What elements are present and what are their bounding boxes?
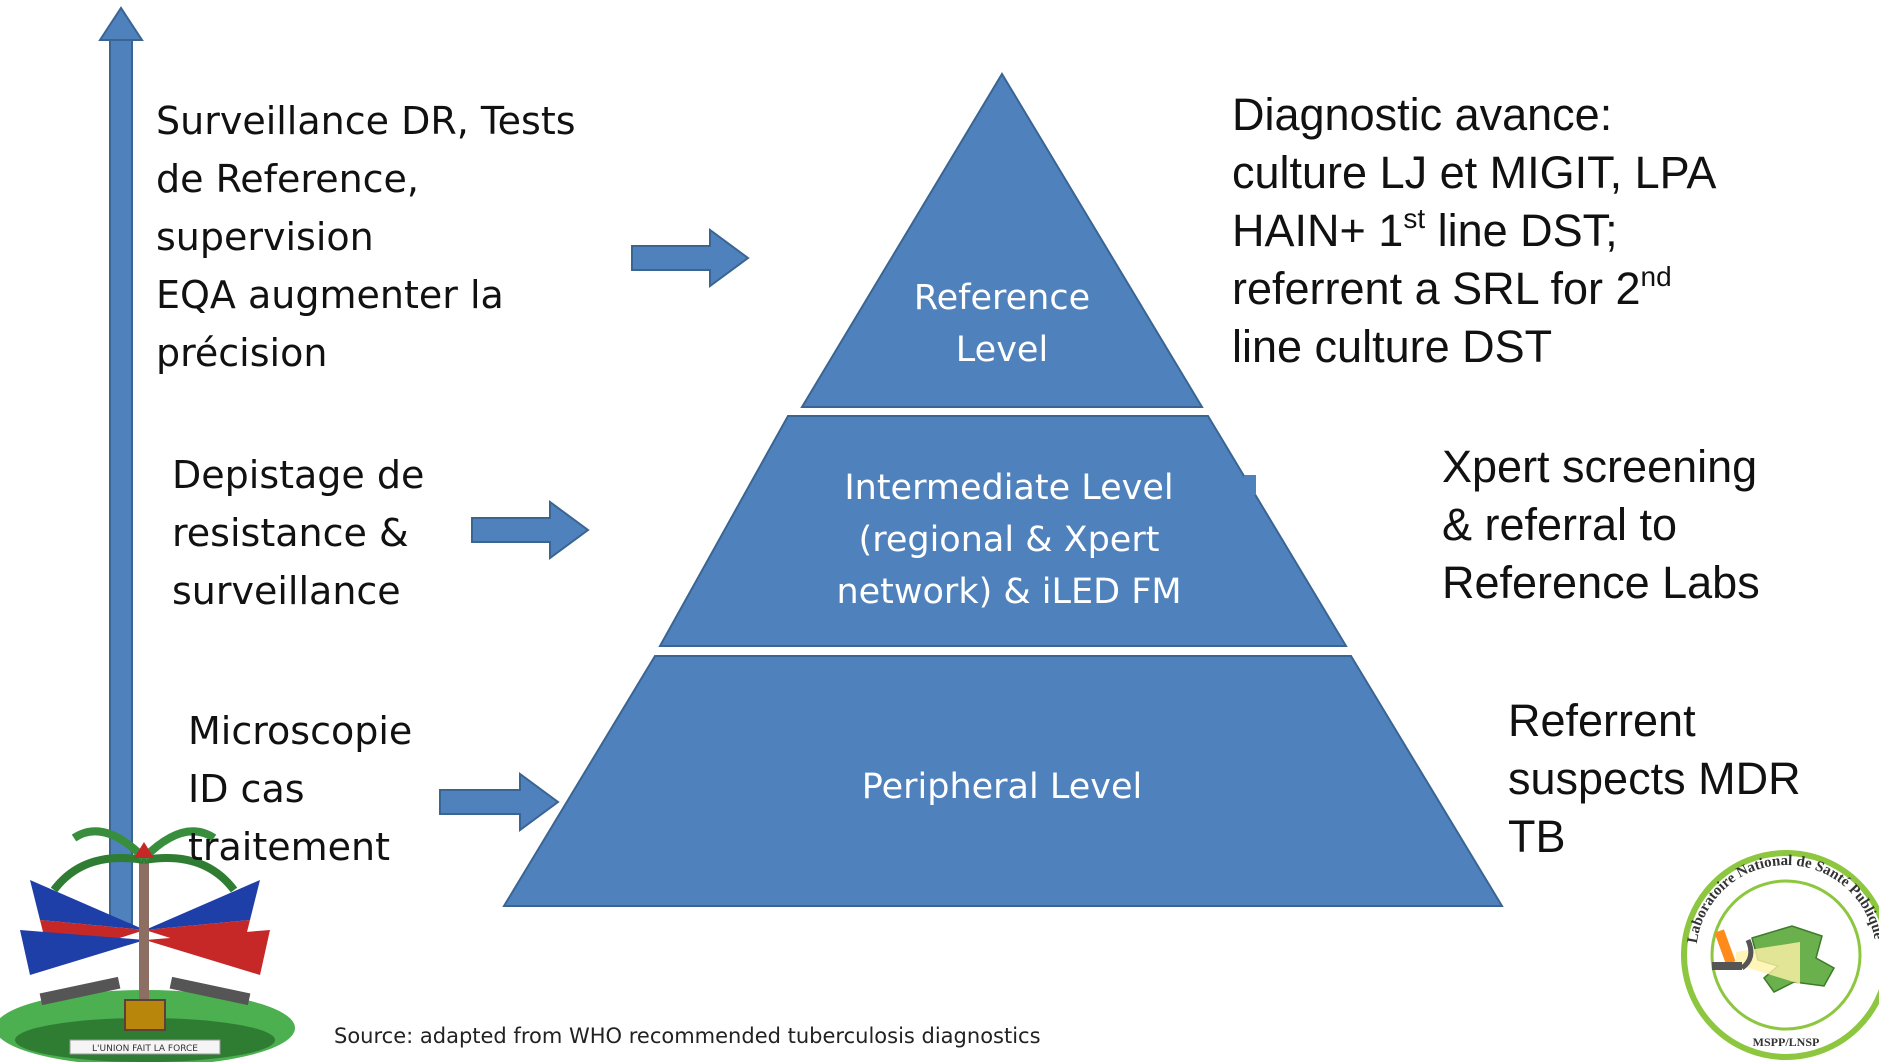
tier-label-reference: Reference Level: [913, 278, 1091, 370]
vertical-arrow: [98, 6, 144, 925]
source-caption: Source: adapted from WHO recommended tub…: [334, 1024, 1041, 1048]
right-text-reference-line4: referrent a SRL for 2nd: [1232, 261, 1672, 315]
pyramid-tier-peripheral: [502, 655, 1504, 907]
tier-label-peripheral: Peripheral Level: [861, 767, 1143, 807]
left-text-reference: Surveillance DR, Tests de Reference, sup…: [156, 99, 576, 375]
pyramid-tier-intermediate: [658, 415, 1348, 647]
right-text-reference-line3: HAIN+ 1st line DST;: [1232, 203, 1618, 257]
right-text-reference: Diagnostic avance: culture LJ et MIGIT, …: [1232, 86, 1832, 376]
right-text-intermediate: Xpert screening & referral to Reference …: [1442, 441, 1760, 608]
pyramid-tier-reference: [800, 72, 1204, 408]
lnsp-logo: Laboratoire National de Santé Publique M…: [1681, 850, 1879, 1060]
lnsp-logo-subtext: MSPP/LNSP: [1753, 1035, 1820, 1049]
right-text-reference-line1: Diagnostic avance:: [1232, 89, 1613, 140]
pyramid: [502, 72, 1504, 907]
arrow-to-peripheral: [439, 772, 560, 832]
arrow-to-intermediate: [471, 500, 590, 560]
tier-marker-right: [1244, 475, 1256, 495]
tier-marker-left: [758, 473, 764, 483]
right-text-peripheral: Referrent suspects MDR TB: [1508, 695, 1801, 862]
coat-of-arms-motto: L'UNION FAIT LA FORCE: [92, 1044, 198, 1054]
tier-label-intermediate: Intermediate Level (regional & Xpert net…: [836, 468, 1182, 612]
right-text-reference-line2: culture LJ et MIGIT, LPA: [1232, 147, 1717, 198]
haiti-coat-of-arms: L'UNION FAIT LA FORCE: [0, 827, 295, 1062]
right-text-reference-line5: line culture DST: [1232, 321, 1553, 372]
left-text-peripheral: Microscopie ID cas traitement: [188, 709, 413, 869]
arrow-to-reference: [631, 228, 750, 288]
left-text-intermediate: Depistage de resistance & surveillance: [172, 453, 425, 613]
